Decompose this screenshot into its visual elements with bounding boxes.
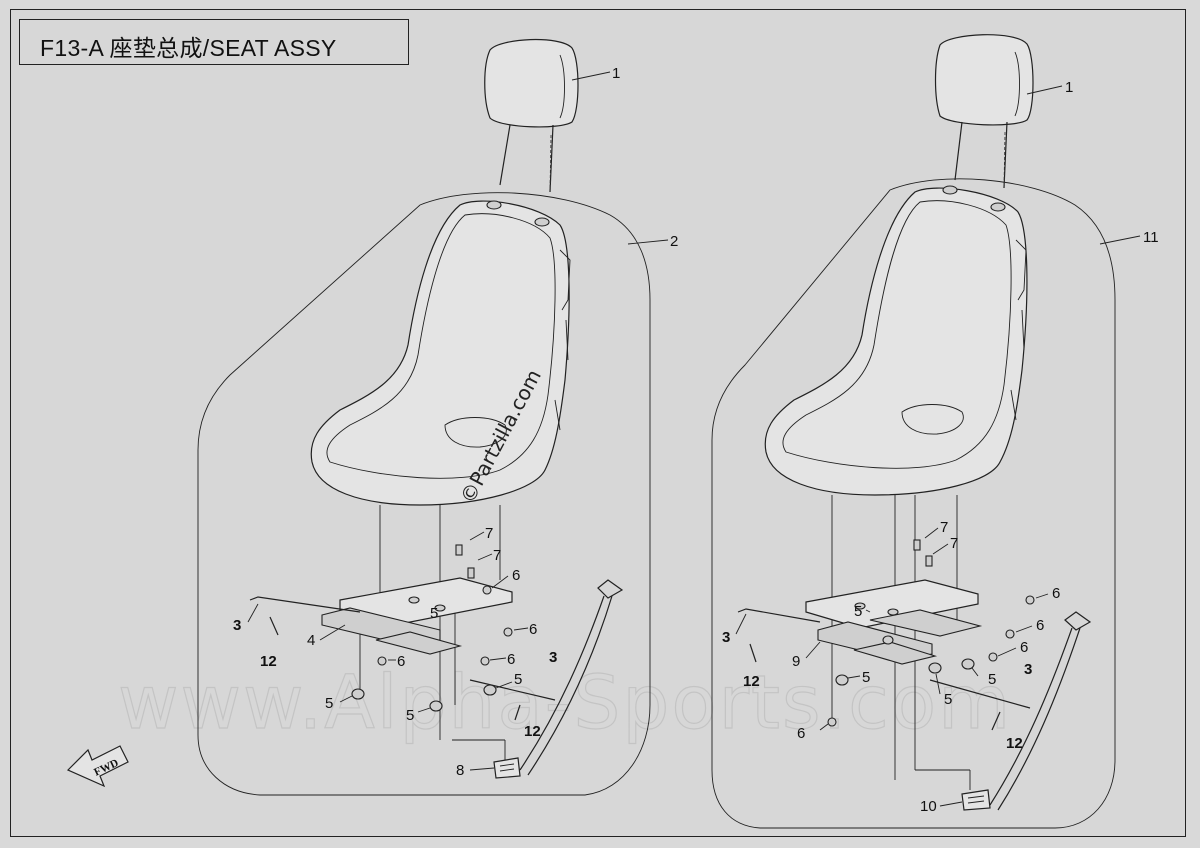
callout-left-6b: 6 xyxy=(529,621,537,638)
callout-left-3b: 3 xyxy=(549,649,557,666)
left-headrest-edge xyxy=(559,54,565,119)
left-strap-line-1 xyxy=(519,595,605,771)
callout-left-5d: 5 xyxy=(514,671,522,688)
title-box: F13-A 座垫总成/SEAT ASSY xyxy=(19,19,409,65)
left-seat-shell xyxy=(310,200,570,506)
callout-right-12a: 12 xyxy=(743,673,760,690)
right-seat-handle-pocket xyxy=(901,404,964,435)
left-latch-rod-upper xyxy=(249,596,361,613)
callout-right-6c: 6 xyxy=(1020,639,1028,656)
callout-left-5c: 5 xyxy=(406,707,414,724)
callout-left-3a: 3 xyxy=(233,617,241,634)
right-headrest xyxy=(934,34,1034,126)
callout-right-6a: 6 xyxy=(1052,585,1060,602)
callout-right-3a: 3 xyxy=(722,629,730,646)
callout-left-5b: 5 xyxy=(325,695,333,712)
left-strap-loop xyxy=(597,579,624,599)
left-seat-handle-pocket xyxy=(444,417,507,448)
right-seat-rail-frame xyxy=(805,579,979,629)
callout-left-12b: 12 xyxy=(524,723,541,740)
callout-left-6d: 6 xyxy=(507,651,515,668)
fwd-arrow-icon xyxy=(66,745,129,788)
callout-left-6c: 6 xyxy=(397,653,405,670)
callout-right-5a: 5 xyxy=(854,603,862,620)
callout-right-6d: 6 xyxy=(797,725,805,742)
callout-right-5d: 5 xyxy=(988,671,996,688)
left-seat-cushion-outline xyxy=(326,213,556,479)
right-seat-assembly: 1 11 3 3 9 5 5 5 5 6 6 6 6 7 7 10 12 12 xyxy=(711,34,1159,829)
callout-right-11: 11 xyxy=(1143,229,1159,246)
left-spring-1 xyxy=(269,616,279,636)
callout-left-7a: 7 xyxy=(485,525,493,542)
callout-right-5c: 5 xyxy=(944,691,952,708)
left-headrest xyxy=(484,39,579,128)
callout-left-5a: 5 xyxy=(430,605,438,622)
left-headrest-post-1 xyxy=(499,124,511,186)
callout-left-6a: 6 xyxy=(512,567,520,584)
left-seat-lower-bracket xyxy=(375,631,463,655)
callout-right-3b: 3 xyxy=(1024,661,1032,678)
left-strap-line-2 xyxy=(527,595,613,776)
callout-left-1: 1 xyxy=(612,65,620,82)
fwd-arrow: FWD xyxy=(66,745,129,788)
left-spring-2 xyxy=(514,704,521,721)
right-seat-shell xyxy=(764,187,1028,496)
right-latch-bracket xyxy=(961,789,991,811)
callout-right-1: 1 xyxy=(1065,79,1073,96)
left-latch-rod-lower xyxy=(469,679,556,701)
watermark-main: www.Alpha-Sports.com xyxy=(118,660,1012,746)
callout-left-12a: 12 xyxy=(260,653,277,670)
callout-left-4: 4 xyxy=(307,632,315,649)
left-seat-side-ribs xyxy=(554,249,571,431)
callout-left-8: 8 xyxy=(456,762,464,779)
page-title: F13-A 座垫总成/SEAT ASSY xyxy=(40,35,337,61)
callout-right-10: 10 xyxy=(920,798,937,815)
left-assembly-boundary xyxy=(197,192,651,796)
callout-right-7b: 7 xyxy=(950,535,958,552)
callout-right-6b: 6 xyxy=(1036,617,1044,634)
callout-right-5b: 5 xyxy=(862,669,870,686)
callout-left-2: 2 xyxy=(670,233,678,250)
callout-left-7b: 7 xyxy=(493,547,501,564)
callout-right-12b: 12 xyxy=(1006,735,1023,752)
callout-right-7a: 7 xyxy=(940,519,948,536)
right-assembly-boundary xyxy=(711,178,1116,829)
left-latch-bracket xyxy=(493,757,521,779)
left-seat-assembly: 1 2 3 3 4 5 5 5 5 6 6 6 6 7 7 8 12 12 xyxy=(197,39,678,796)
callout-right-9: 9 xyxy=(792,653,800,670)
